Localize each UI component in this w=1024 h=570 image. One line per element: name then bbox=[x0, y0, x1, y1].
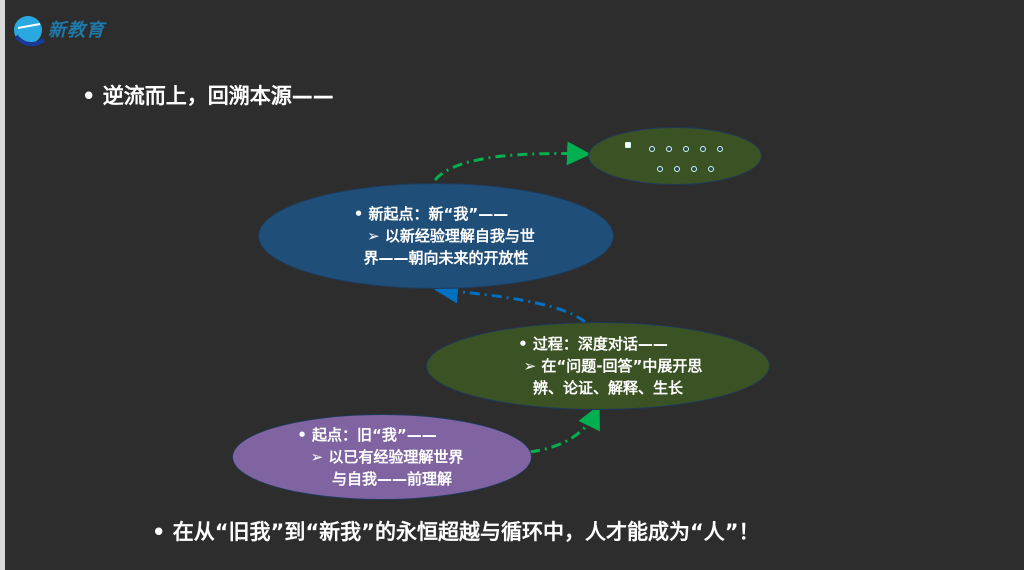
process-line1: • 过程：深度对话—— bbox=[518, 335, 668, 353]
arrow-to-future bbox=[433, 141, 591, 182]
start-line3: 与自我——前理解 bbox=[331, 470, 452, 488]
new-start-ellipse: • 新起点：新“我”—— ➢ 以新经验理解自我与世 界——朝向未来的开放性 bbox=[258, 183, 614, 289]
logo-text: 新教育 bbox=[48, 20, 105, 41]
arrow-process-to-new bbox=[434, 279, 586, 324]
logo-icon bbox=[14, 16, 46, 47]
new-start-line2: ➢ 以新经验理解自我与世 bbox=[367, 227, 535, 245]
process-ellipse: • 过程：深度对话—— ➢ 在“问题-回答”中展开思 辨、论证、解释、生长 bbox=[426, 322, 770, 410]
process-line2: ➢ 在“问题-回答”中展开思 bbox=[523, 357, 703, 375]
left-edge bbox=[0, 0, 5, 570]
page-title: • 逆流而上，回溯本源—— bbox=[82, 84, 334, 108]
conclusion-text: • 在从“旧我”到“新我”的永恒超越与循环中，人才能成为“人”！ bbox=[152, 520, 760, 544]
future-ellipse bbox=[588, 127, 762, 185]
new-start-line3: 界——朝向未来的开放性 bbox=[363, 249, 529, 267]
arrow-start-to-process bbox=[529, 404, 600, 454]
process-line3: 辨、论证、解释、生长 bbox=[532, 379, 683, 397]
start-line1: • 起点：旧“我”—— bbox=[297, 426, 437, 444]
start-ellipse: • 起点：旧“我”—— ➢ 以已有经验理解世界 与自我——前理解 bbox=[232, 414, 532, 500]
new-start-line1: • 新起点：新“我”—— bbox=[353, 205, 509, 223]
start-line2: ➢ 以已有经验理解世界 bbox=[310, 448, 464, 466]
